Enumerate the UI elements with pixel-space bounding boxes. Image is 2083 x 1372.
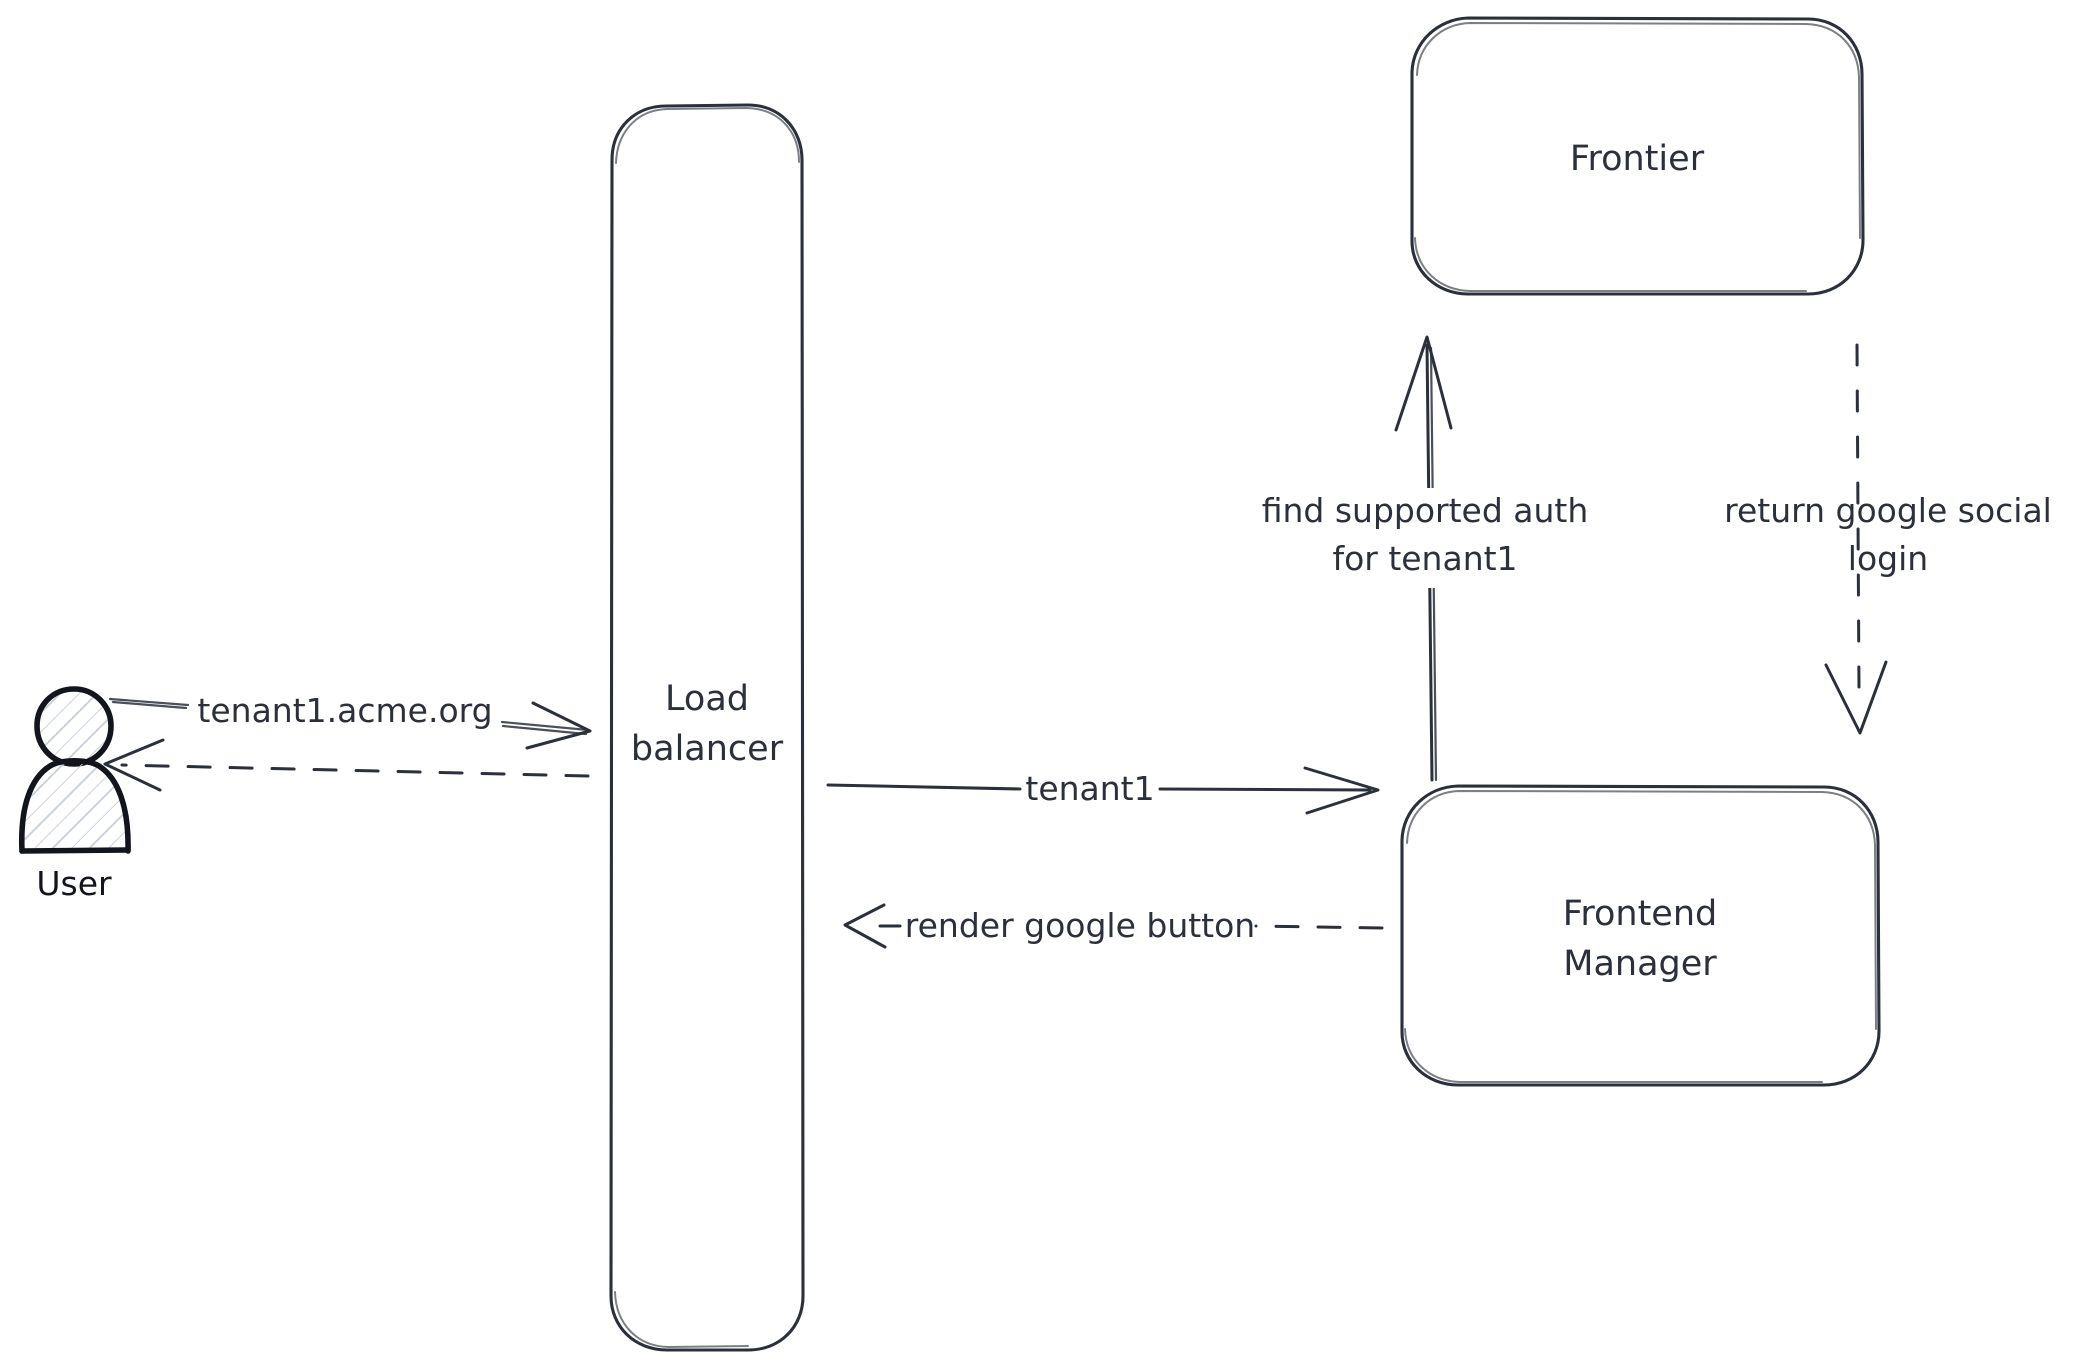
edge-label-render-google-button: render google button (905, 906, 1255, 945)
node-frontend-manager[interactable]: Frontend Manager (1400, 784, 1881, 1087)
edge-user-to-load-balancer[interactable]: tenant1.acme.org (108, 691, 592, 750)
frontend-manager-label-line2: Manager (1563, 944, 1717, 984)
edge-label-return-google-social-line2: login (1848, 539, 1928, 578)
person-icon (18, 686, 131, 854)
edge-frontend-manager-to-load-balancer[interactable]: render google button (843, 903, 1384, 949)
edge-label-backdrop-find-auth (1216, 488, 1636, 588)
load-balancer-label-line2: balancer (631, 729, 784, 769)
edge-load-balancer-to-frontend-manager[interactable]: tenant1 (826, 766, 1380, 815)
edge-label-tenant1: tenant1 (1025, 769, 1154, 808)
edge-frontend-manager-to-frontier[interactable]: find supported auth for tenant1 (1216, 335, 1636, 782)
frontend-manager-label-line1: Frontend (1563, 894, 1717, 934)
node-frontier[interactable]: Frontier (1410, 16, 1865, 296)
edge-label-find-supported-auth-line1: find supported auth (1262, 491, 1589, 530)
load-balancer-label-line1: Load (665, 679, 749, 719)
node-user[interactable]: User (18, 686, 131, 903)
node-load-balancer[interactable]: Load balancer (609, 103, 805, 1352)
edge-label-find-supported-auth-line2: for tenant1 (1332, 539, 1517, 578)
user-label: User (36, 864, 112, 903)
edge-load-balancer-to-user[interactable] (103, 738, 590, 792)
edge-label-tenant1-acme-org: tenant1.acme.org (197, 691, 492, 730)
frontier-label: Frontier (1570, 139, 1705, 179)
edge-frontier-to-frontend-manager[interactable]: return google social login (1724, 343, 2052, 735)
edge-label-return-google-social-line1: return google social (1724, 491, 2052, 530)
